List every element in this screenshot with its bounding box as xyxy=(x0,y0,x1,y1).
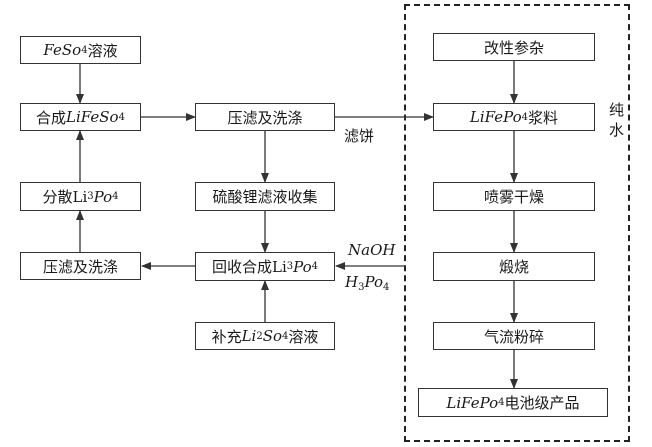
box-lithium-sulfate-filtrate-collection: 硫酸锂滤液收集 xyxy=(195,182,335,211)
label-naoh: NaOH xyxy=(348,241,396,259)
box-filter-wash-2: 压滤及洗涤 xyxy=(20,252,141,280)
process-region-boundary xyxy=(404,4,630,442)
box-modification-doping: 改性参杂 xyxy=(433,33,595,61)
label-pure-water-char-2: 水 xyxy=(609,121,625,139)
label-filter-cake: 滤饼 xyxy=(344,127,375,145)
label-h3po4: H3Po4 xyxy=(345,273,390,293)
box-calcination: 煅烧 xyxy=(433,252,595,281)
box-spray-drying: 喷雾干燥 xyxy=(433,182,595,211)
box-filter-wash-1: 压滤及洗涤 xyxy=(195,103,335,131)
box-jet-milling: 气流粉碎 xyxy=(433,322,595,350)
label-pure-water-char-1: 纯 xyxy=(609,101,625,119)
